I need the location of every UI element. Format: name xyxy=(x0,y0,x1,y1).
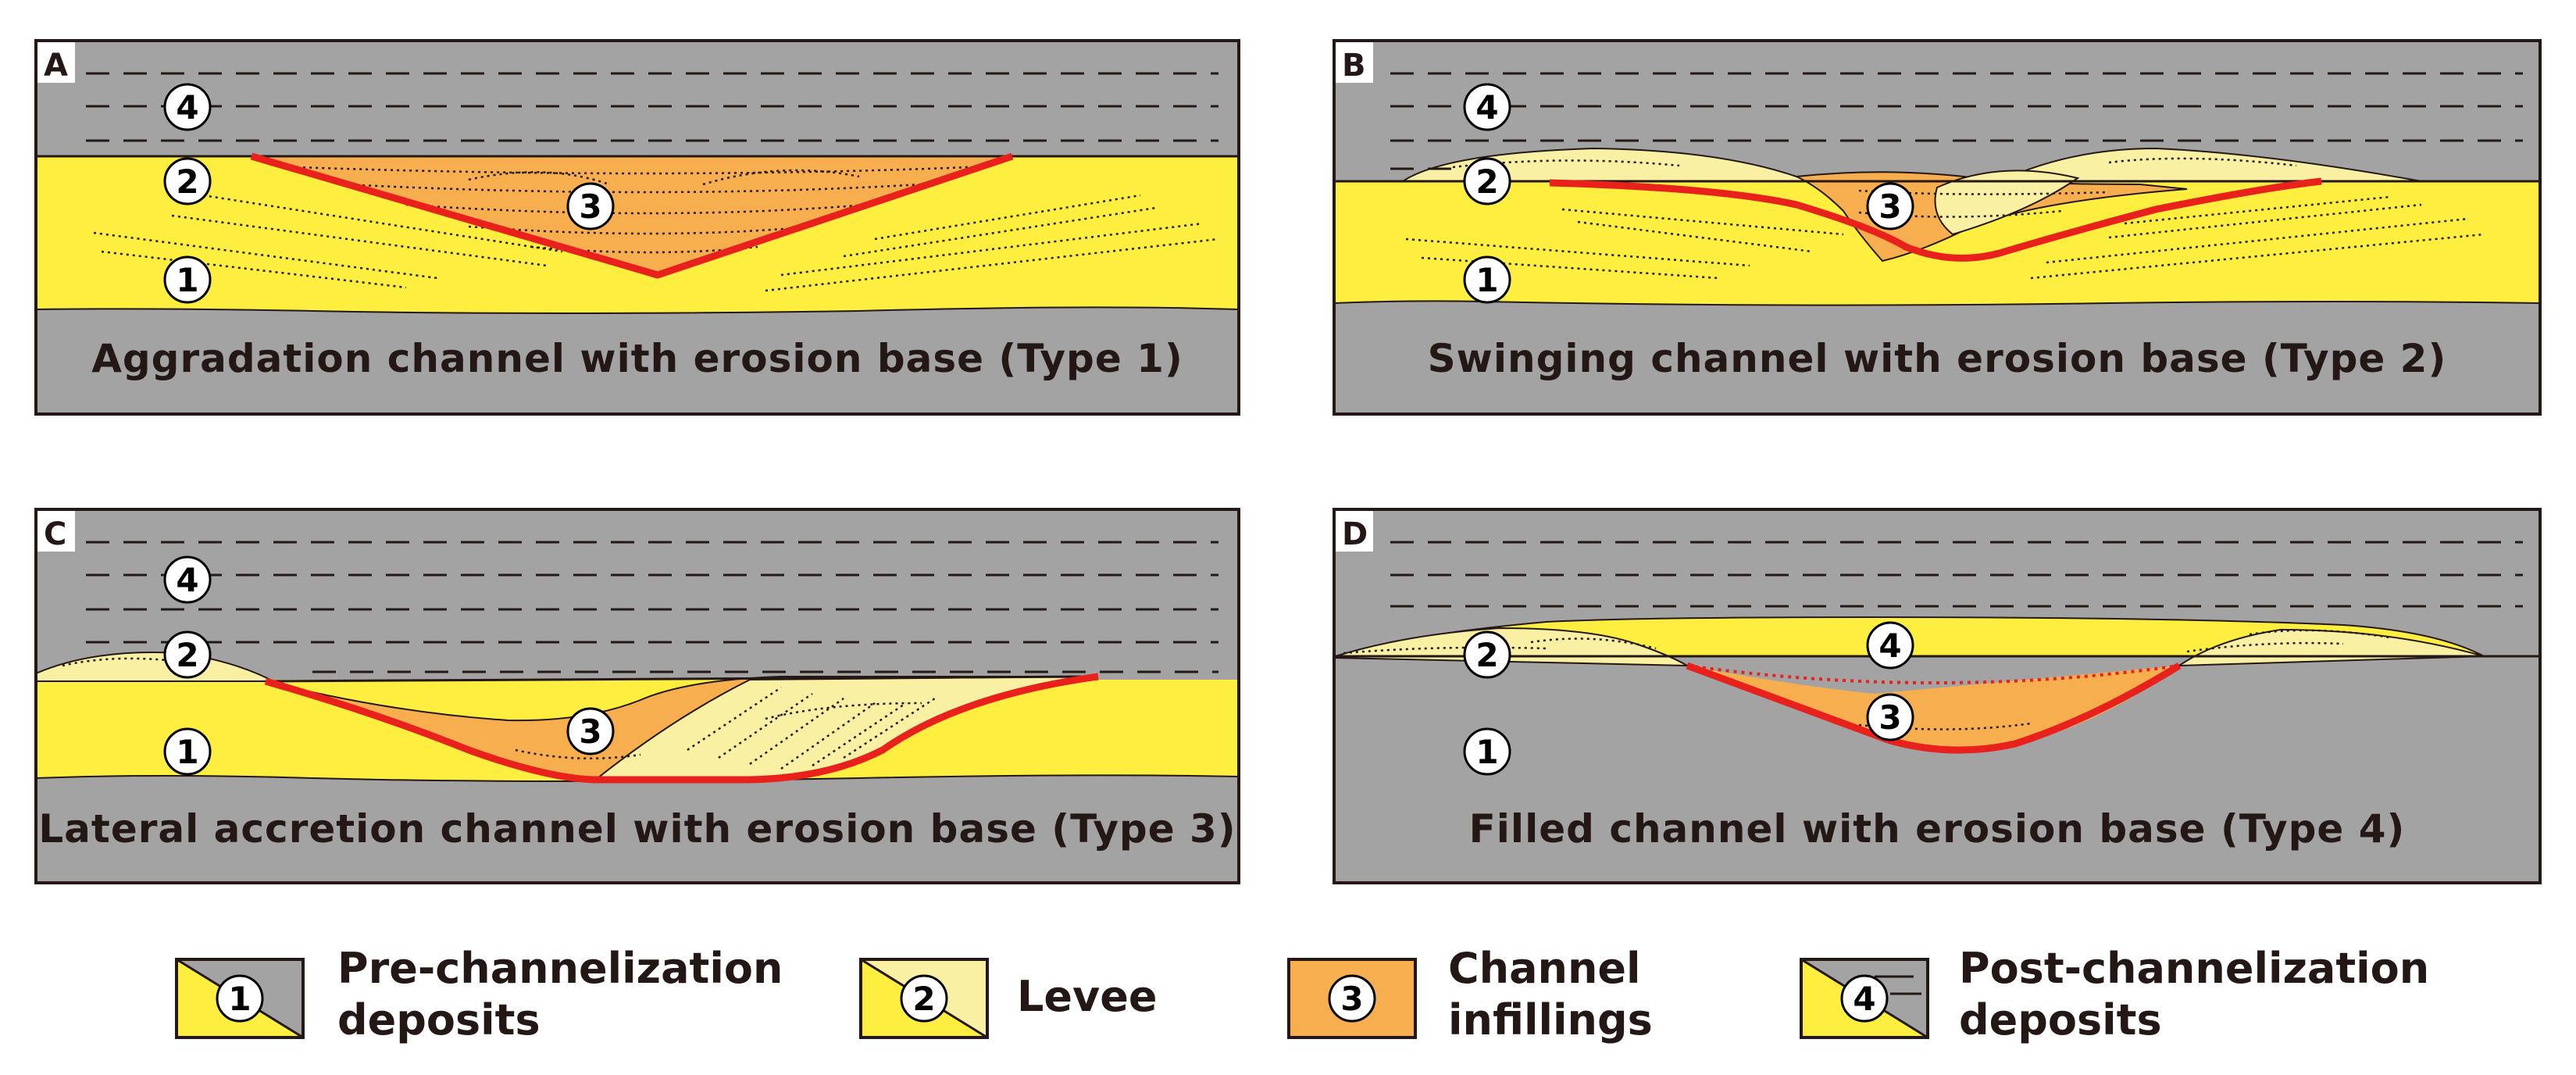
panel-b-erosion-base xyxy=(1549,177,2322,262)
panel-a-marker-4: 4 xyxy=(163,83,212,131)
svg-text:2: 2 xyxy=(176,162,198,201)
legend-marker-4: 4 xyxy=(1853,980,1875,1018)
legend: 1 Pre-channelization deposits 2 Levee 3 … xyxy=(175,944,2429,1045)
panel-b-right-levee xyxy=(1999,147,2422,182)
panel-b-letter: B xyxy=(1342,48,1366,84)
legend-label-4-line1: Post-channelization xyxy=(1959,944,2429,993)
legend-marker-3: 3 xyxy=(1340,980,1363,1018)
svg-text:4: 4 xyxy=(176,561,198,599)
panel-d-dash-lines xyxy=(1390,541,2523,608)
panel-a-strata-lines xyxy=(93,194,1219,292)
panel-d-caption: Filled channel with erosion base (Type 4… xyxy=(1469,806,2406,852)
panel-b-marker-3: 3 xyxy=(1866,182,1914,230)
panel-d-marker-1: 1 xyxy=(1463,727,1511,776)
svg-text:2: 2 xyxy=(1475,162,1498,201)
panel-c-caption: Lateral accretion channel with erosion b… xyxy=(38,806,1236,852)
panel-d-strata-lines xyxy=(1343,629,2391,730)
legend-marker-2: 2 xyxy=(912,980,935,1018)
svg-text:1: 1 xyxy=(176,733,198,771)
svg-text:1: 1 xyxy=(1475,261,1498,299)
legend-item-channel-infillings: 3 Channel infillings xyxy=(1287,944,1653,1045)
svg-text:4: 4 xyxy=(1878,627,1901,665)
svg-text:3: 3 xyxy=(579,188,601,226)
legend-label-1-line2: deposits xyxy=(337,995,541,1045)
panel-d-marker-2: 2 xyxy=(1463,630,1511,679)
svg-text:3: 3 xyxy=(1878,188,1901,226)
panel-a-caption: Aggradation channel with erosion base (T… xyxy=(91,336,1183,381)
panel-d-erosion-base xyxy=(1686,662,2182,754)
svg-text:3: 3 xyxy=(579,712,601,751)
panel-c-letter: C xyxy=(44,516,66,552)
panel-c-strata-lines xyxy=(62,657,938,770)
legend-item-pre-channelization: 1 Pre-channelization deposits xyxy=(175,944,783,1045)
legend-label-4-line2: deposits xyxy=(1959,995,2162,1045)
panel-a: A 4 2 1 3 Aggradation channel with erosi… xyxy=(34,39,1240,416)
panel-b-marker-1: 1 xyxy=(1463,255,1511,304)
svg-text:4: 4 xyxy=(1475,88,1498,127)
legend-label-1-line1: Pre-channelization xyxy=(337,944,783,993)
panel-d-marker-4: 4 xyxy=(1866,621,1914,670)
panel-b-infill-bar xyxy=(1934,170,2080,236)
legend-label-2: Levee xyxy=(1017,972,1157,1021)
panel-b-dash-lines xyxy=(1390,72,2523,170)
panel-c-dash-lines xyxy=(86,541,1218,673)
panel-a-letter: A xyxy=(44,48,68,84)
svg-text:3: 3 xyxy=(1878,698,1901,737)
legend-item-levee: 2 Levee xyxy=(859,958,1157,1039)
legend-marker-1: 1 xyxy=(228,980,251,1018)
panel-c-marker-2: 2 xyxy=(163,630,212,679)
panel-d-fill-top-line xyxy=(1686,664,2180,684)
panel-c-marker-4: 4 xyxy=(163,555,212,604)
panel-b-left-levee xyxy=(1400,147,1875,182)
panel-b-marker-2: 2 xyxy=(1463,157,1511,205)
panel-d-marker-3: 3 xyxy=(1866,693,1914,741)
panel-d: D 2 1 4 3 Filled channel with erosion ba… xyxy=(1333,508,2542,884)
legend-item-post-channelization: 4 Post-channelization deposits xyxy=(1800,944,2429,1045)
svg-text:2: 2 xyxy=(1475,636,1498,674)
panel-a-erosion-base xyxy=(250,152,1014,279)
panel-b-marker-4: 4 xyxy=(1463,83,1511,131)
panel-b: B 4 2 1 3 Swinging channel with erosion … xyxy=(1333,39,2542,416)
svg-text:4: 4 xyxy=(176,88,198,127)
panel-d-letter: D xyxy=(1342,516,1368,552)
panel-a-marker-2: 2 xyxy=(163,157,212,205)
panel-a-dash-lines xyxy=(86,72,1218,142)
legend-label-3-line2: infillings xyxy=(1448,995,1653,1045)
svg-text:1: 1 xyxy=(176,261,198,299)
panel-c: C 4 2 1 3 Lateral accretion channel with… xyxy=(34,508,1240,884)
panel-a-marker-1: 1 xyxy=(163,255,212,304)
panel-c-marker-3: 3 xyxy=(566,707,615,755)
svg-text:1: 1 xyxy=(1475,733,1498,771)
panel-a-marker-3: 3 xyxy=(566,182,615,230)
panel-c-erosion-base xyxy=(264,673,1099,784)
legend-label-3-line1: Channel xyxy=(1448,944,1641,993)
svg-text:2: 2 xyxy=(176,636,198,674)
panel-b-caption: Swinging channel with erosion base (Type… xyxy=(1428,336,2447,381)
panel-c-marker-1: 1 xyxy=(163,727,212,776)
